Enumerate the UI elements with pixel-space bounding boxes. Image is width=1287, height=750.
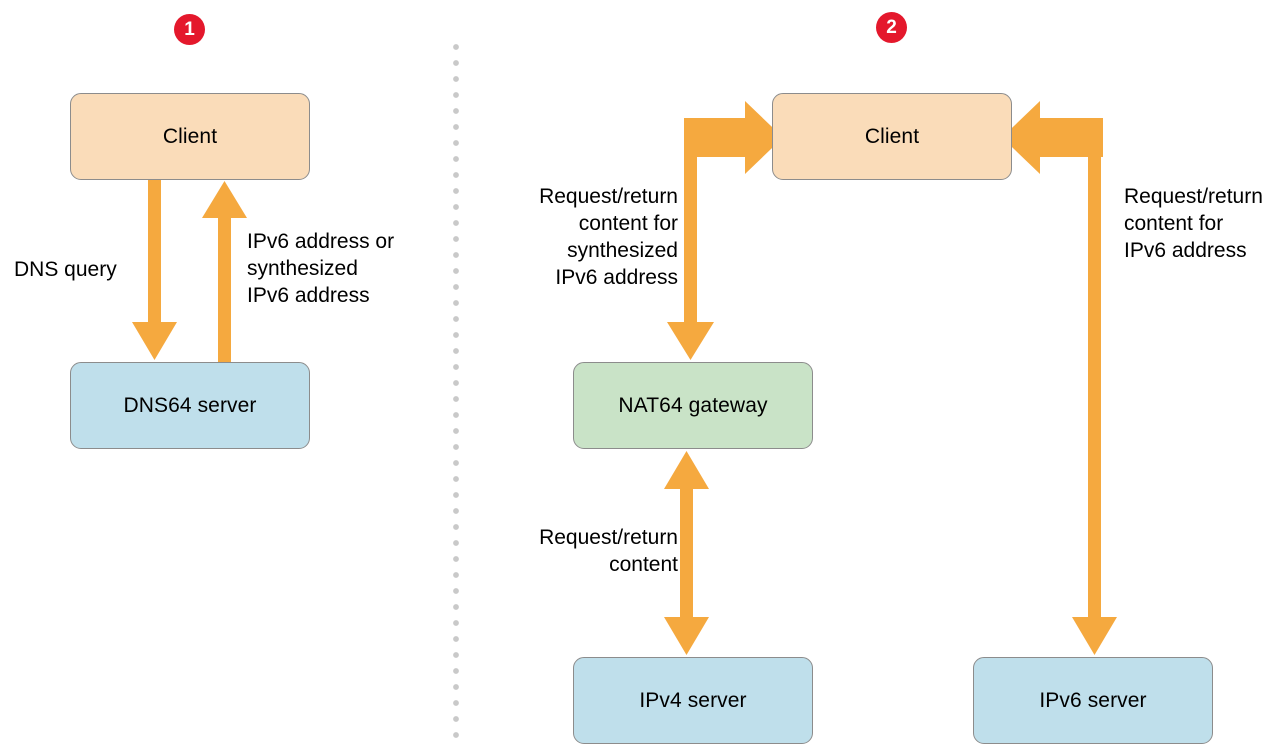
edge-label-dns-query: DNS query: [14, 258, 117, 281]
arrow-nat64-ipv4: [664, 451, 709, 655]
arrow-dns-query: [132, 180, 177, 360]
edge-label-client-nat64: Request/return content for synthesized I…: [539, 185, 678, 289]
panel-divider: [453, 44, 459, 740]
node-client-1[interactable]: Client: [70, 93, 310, 180]
node-label: Client: [162, 124, 218, 148]
node-label: DNS64 server: [123, 393, 257, 417]
node-ipv4-server[interactable]: IPv4 server: [573, 657, 813, 744]
node-label: IPv4 server: [639, 688, 747, 712]
node-label: Client: [864, 124, 920, 148]
edge-label-dns-answer: IPv6 address or synthesized IPv6 address: [247, 230, 395, 307]
arrow-client-ipv6: [1002, 101, 1117, 655]
edge-label-nat64-ipv4: Request/return content: [539, 526, 678, 576]
node-label: NAT64 gateway: [618, 393, 768, 417]
node-label: IPv6 server: [1039, 688, 1147, 712]
arrow-client-nat64: [667, 101, 783, 360]
node-client-2[interactable]: Client: [772, 93, 1012, 180]
step-badge-2: 2: [876, 12, 907, 43]
node-nat64-gateway[interactable]: NAT64 gateway: [573, 362, 813, 449]
node-ipv6-server[interactable]: IPv6 server: [973, 657, 1213, 744]
node-dns64-server[interactable]: DNS64 server: [70, 362, 310, 449]
step-badge-1: 1: [174, 14, 205, 45]
edge-label-client-ipv6: Request/return content for IPv6 address: [1124, 185, 1263, 262]
arrow-dns-answer: [202, 181, 247, 362]
